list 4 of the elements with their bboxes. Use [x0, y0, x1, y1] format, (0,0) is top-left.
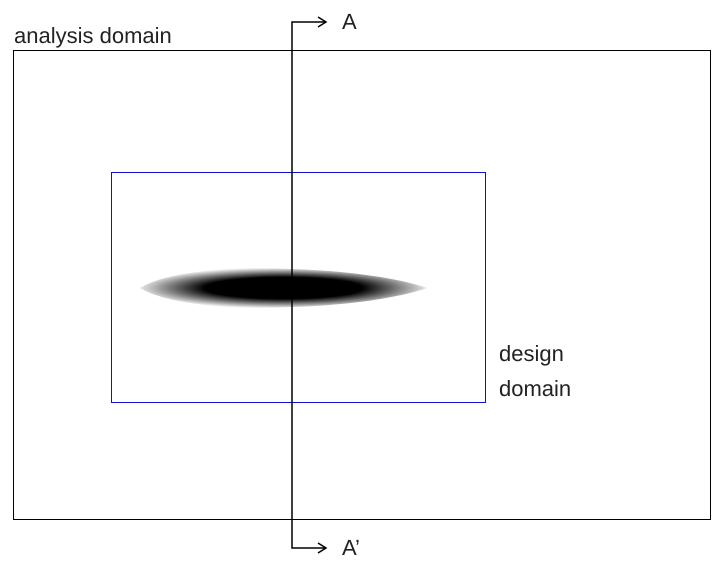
domain-label: design domain: [499, 340, 572, 404]
domain-label: analysis domain: [14, 22, 172, 50]
section-letter: A’: [342, 534, 360, 562]
section-letter: A: [342, 8, 357, 36]
